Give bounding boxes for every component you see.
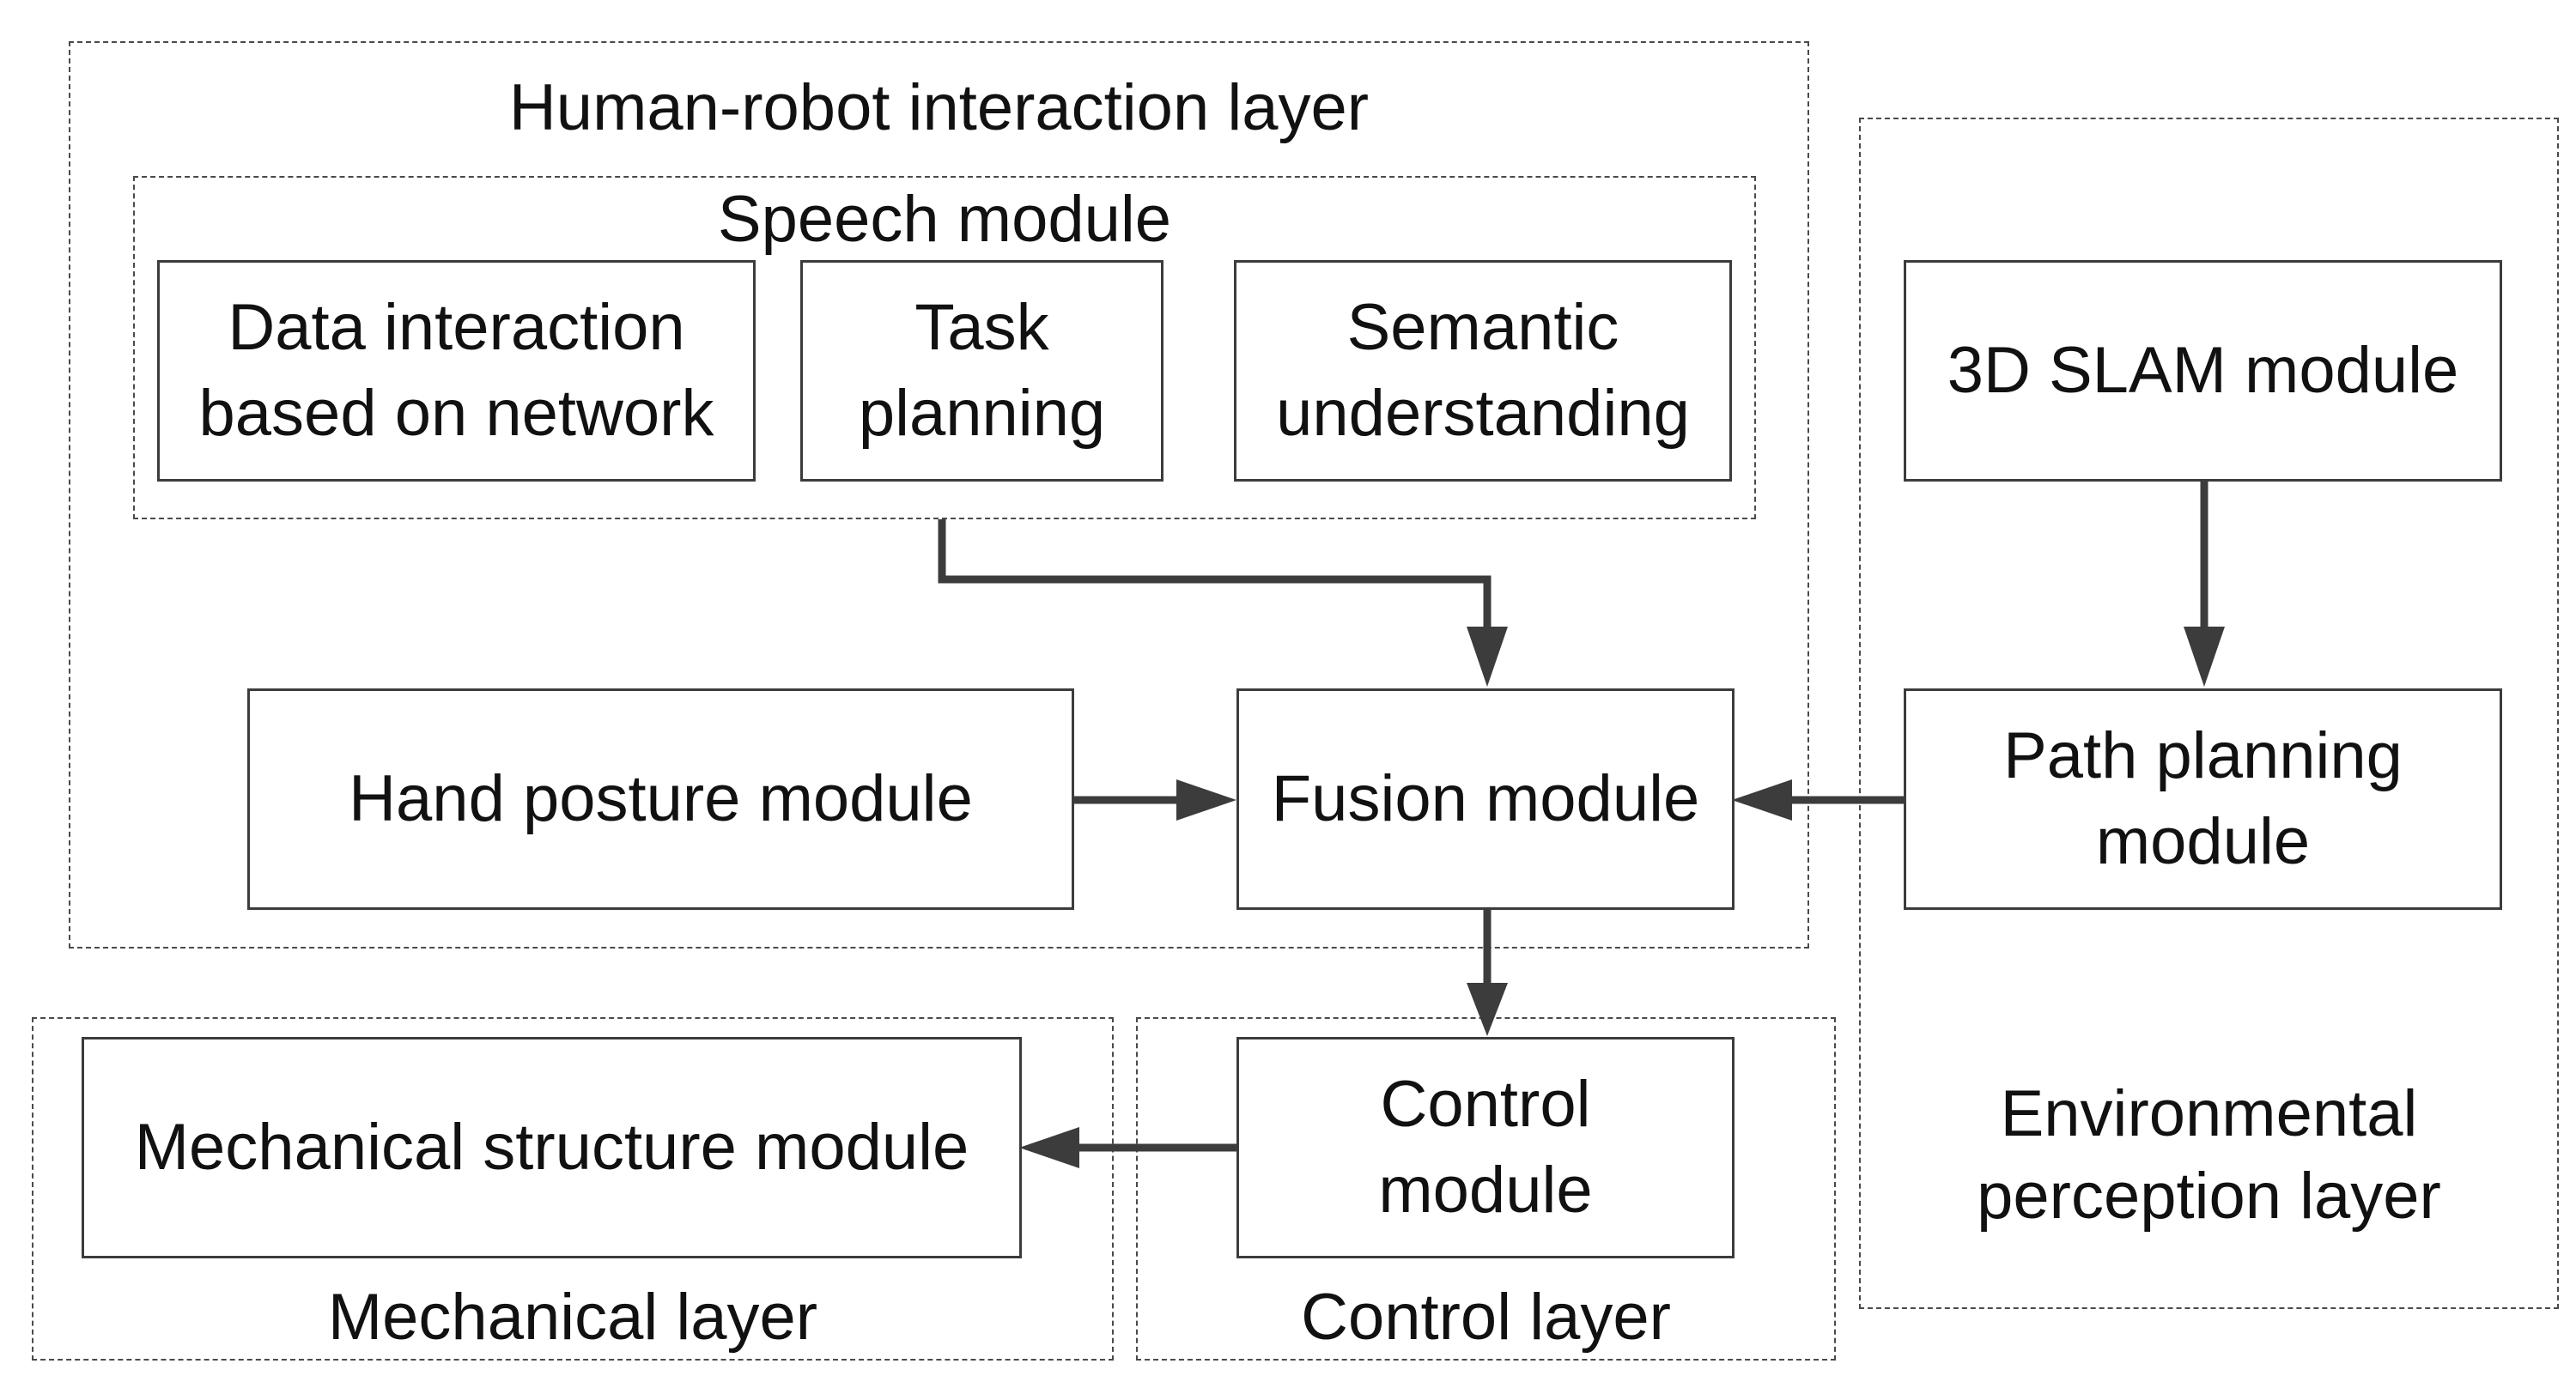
environmental-perception-layer-title: Environmental perception layer [1977, 1077, 2441, 1233]
data-interaction-label: Data interaction based on network [198, 291, 714, 450]
mechanical-layer-title: Mechanical layer [327, 1281, 818, 1354]
path-planning-module-label: Path planning module [2003, 719, 2403, 878]
task-planning-box: Task planning [800, 260, 1163, 482]
human-robot-interaction-layer [69, 41, 1809, 949]
fusion-module-label: Fusion module [1271, 762, 1700, 835]
slam-module-label: 3D SLAM module [1947, 334, 2459, 407]
data-interaction-box: Data interaction based on network [157, 260, 756, 482]
speech-module-group [133, 176, 1756, 519]
hand-posture-module-box: Hand posture module [247, 688, 1074, 910]
mechanical-structure-module-label: Mechanical structure module [134, 1111, 969, 1184]
speech-module-title: Speech module [717, 183, 1172, 256]
environmental-perception-layer [1859, 118, 2559, 1309]
semantic-understanding-box: Semantic understanding [1234, 260, 1732, 482]
task-planning-label: Task planning [858, 291, 1106, 450]
mechanical-structure-module-box: Mechanical structure module [82, 1037, 1022, 1258]
semantic-understanding-label: Semantic understanding [1276, 291, 1690, 450]
control-module-label: Control module [1378, 1068, 1593, 1227]
control-layer-title: Control layer [1301, 1281, 1671, 1354]
hand-posture-module-label: Hand posture module [349, 762, 973, 835]
human-robot-interaction-layer-title: Human-robot interaction layer [508, 71, 1370, 144]
path-planning-module-box: Path planning module [1904, 688, 2502, 910]
fusion-module-box: Fusion module [1236, 688, 1735, 910]
slam-module-box: 3D SLAM module [1904, 260, 2502, 482]
mechanical-layer [32, 1017, 1114, 1361]
control-module-box: Control module [1236, 1037, 1735, 1258]
